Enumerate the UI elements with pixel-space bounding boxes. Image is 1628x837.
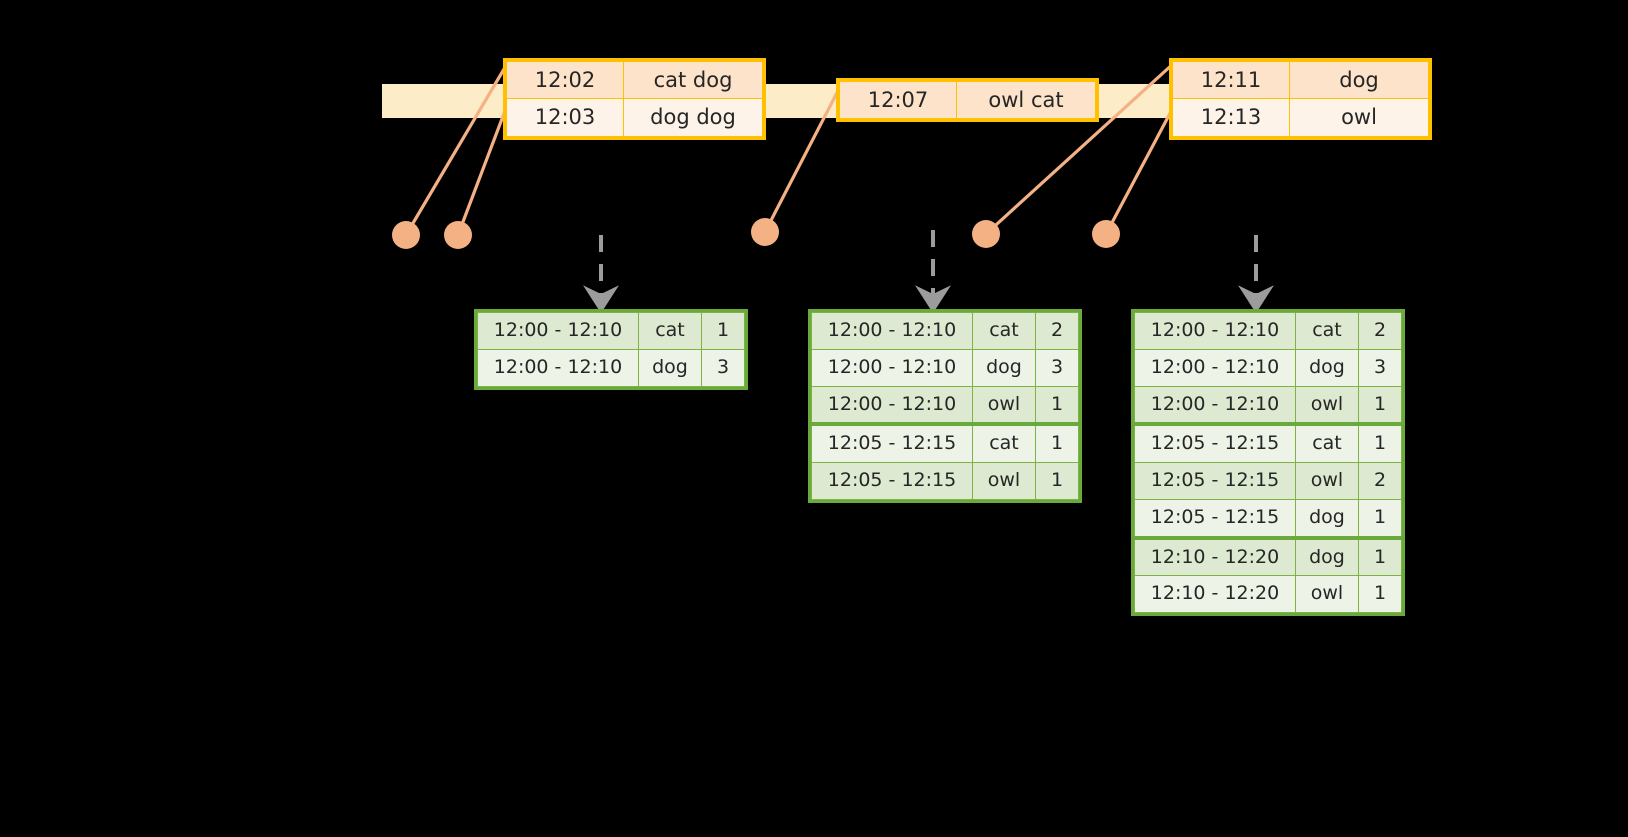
event-time: 12:02: [506, 60, 624, 100]
result-key: owl: [972, 385, 1036, 427]
table-row: 12:05 - 12:15 owl 1: [811, 462, 1079, 500]
result-window: 12:05 - 12:15: [811, 423, 973, 464]
result-count: 1: [1035, 423, 1079, 464]
result-key: dog: [1295, 348, 1359, 387]
result-key: cat: [972, 423, 1036, 464]
event-box-1: 12:02 cat dog 12:03 dog dog: [503, 58, 766, 140]
connector-5: [1104, 100, 1178, 236]
result-key: cat: [972, 312, 1036, 350]
event-row: 12:11 dog: [1172, 60, 1429, 100]
event-row: 12:07 owl cat: [839, 80, 1096, 120]
result-window: 12:00 - 12:10: [1134, 385, 1296, 427]
result-count: 2: [1035, 312, 1079, 350]
table-row: 12:00 - 12:10 dog 3: [811, 348, 1079, 387]
event-time: 12:07: [839, 80, 957, 120]
result-window: 12:05 - 12:15: [1134, 498, 1296, 540]
result-table-3: 12:00 - 12:10 cat 2 12:00 - 12:10 dog 3 …: [1131, 309, 1405, 616]
table-row: 12:05 - 12:15 cat 1: [1134, 423, 1402, 464]
table-row: 12:00 - 12:10 cat 2: [1134, 312, 1402, 350]
event-table-2: 12:07 owl cat: [839, 80, 1096, 120]
event-words: cat dog: [623, 60, 763, 100]
event-time: 12:13: [1172, 98, 1290, 137]
event-dot-2: [444, 221, 472, 249]
table-row: 12:10 - 12:20 dog 1: [1134, 536, 1402, 577]
result-window: 12:00 - 12:10: [1134, 312, 1296, 350]
event-box-3: 12:11 dog 12:13 owl: [1169, 58, 1432, 140]
result-window: 12:05 - 12:15: [1134, 423, 1296, 464]
result-count: 1: [701, 312, 745, 350]
result-table-1: 12:00 - 12:10 cat 1 12:00 - 12:10 dog 3: [474, 309, 748, 390]
result-count: 1: [1358, 385, 1402, 427]
result-key: owl: [1295, 462, 1359, 500]
result-key: owl: [1295, 575, 1359, 613]
table-row: 12:00 - 12:10 owl 1: [811, 385, 1079, 427]
result-key: dog: [638, 348, 702, 387]
result-count: 3: [1035, 348, 1079, 387]
table-row: 12:00 - 12:10 dog 3: [477, 348, 745, 387]
result-window: 12:00 - 12:10: [1134, 348, 1296, 387]
event-dot-4: [972, 220, 1000, 248]
event-words: owl: [1289, 98, 1429, 137]
result-count: 1: [1358, 536, 1402, 577]
result-window: 12:00 - 12:10: [477, 348, 639, 387]
event-time: 12:11: [1172, 60, 1290, 100]
event-dots: [392, 218, 1120, 249]
result-window: 12:00 - 12:10: [477, 312, 639, 350]
result-window: 12:10 - 12:20: [1134, 536, 1296, 577]
event-words: dog dog: [623, 98, 763, 137]
event-dot-1: [392, 221, 420, 249]
result-count: 1: [1358, 498, 1402, 540]
result-table-2: 12:00 - 12:10 cat 2 12:00 - 12:10 dog 3 …: [808, 309, 1082, 503]
emit-arrows: [583, 230, 1274, 314]
table-row: 12:00 - 12:10 cat 2: [811, 312, 1079, 350]
event-table-3: 12:11 dog 12:13 owl: [1172, 60, 1429, 137]
result-count: 2: [1358, 312, 1402, 350]
result-key: cat: [1295, 312, 1359, 350]
event-row: 12:02 cat dog: [506, 60, 763, 100]
result-window: 12:00 - 12:10: [811, 348, 973, 387]
result-count: 1: [1358, 423, 1402, 464]
table-row: 12:10 - 12:20 owl 1: [1134, 575, 1402, 613]
result-key: dog: [1295, 536, 1359, 577]
result-window: 12:05 - 12:15: [811, 462, 973, 500]
result-window: 12:00 - 12:10: [811, 385, 973, 427]
result-key: dog: [1295, 498, 1359, 540]
table-row: 12:05 - 12:15 cat 1: [811, 423, 1079, 464]
result-key: owl: [972, 462, 1036, 500]
table-row: 12:00 - 12:10 owl 1: [1134, 385, 1402, 427]
table-row: 12:05 - 12:15 owl 2: [1134, 462, 1402, 500]
result-count: 1: [1035, 385, 1079, 427]
connector-1: [404, 62, 509, 237]
result-key: dog: [972, 348, 1036, 387]
result-count: 3: [1358, 348, 1402, 387]
connector-2: [456, 101, 510, 237]
result-count: 3: [701, 348, 745, 387]
event-words: dog: [1289, 60, 1429, 100]
result-window: 12:05 - 12:15: [1134, 462, 1296, 500]
table-row: 12:00 - 12:10 cat 1: [477, 312, 745, 350]
event-dot-3: [751, 218, 779, 246]
event-box-2: 12:07 owl cat: [836, 78, 1099, 123]
result-window: 12:10 - 12:20: [1134, 575, 1296, 613]
result-key: cat: [1295, 423, 1359, 464]
connector-3: [763, 83, 843, 234]
event-table-1: 12:02 cat dog 12:03 dog dog: [506, 60, 763, 137]
table-row: 12:05 - 12:15 dog 1: [1134, 498, 1402, 540]
result-key: cat: [638, 312, 702, 350]
result-key: owl: [1295, 385, 1359, 427]
result-count: 2: [1358, 462, 1402, 500]
event-row: 12:03 dog dog: [506, 98, 763, 137]
result-window: 12:00 - 12:10: [811, 312, 973, 350]
table-row: 12:00 - 12:10 dog 3: [1134, 348, 1402, 387]
event-row: 12:13 owl: [1172, 98, 1429, 137]
event-words: owl cat: [956, 80, 1096, 120]
event-time: 12:03: [506, 98, 624, 137]
result-count: 1: [1035, 462, 1079, 500]
result-count: 1: [1358, 575, 1402, 613]
event-dot-5: [1092, 220, 1120, 248]
